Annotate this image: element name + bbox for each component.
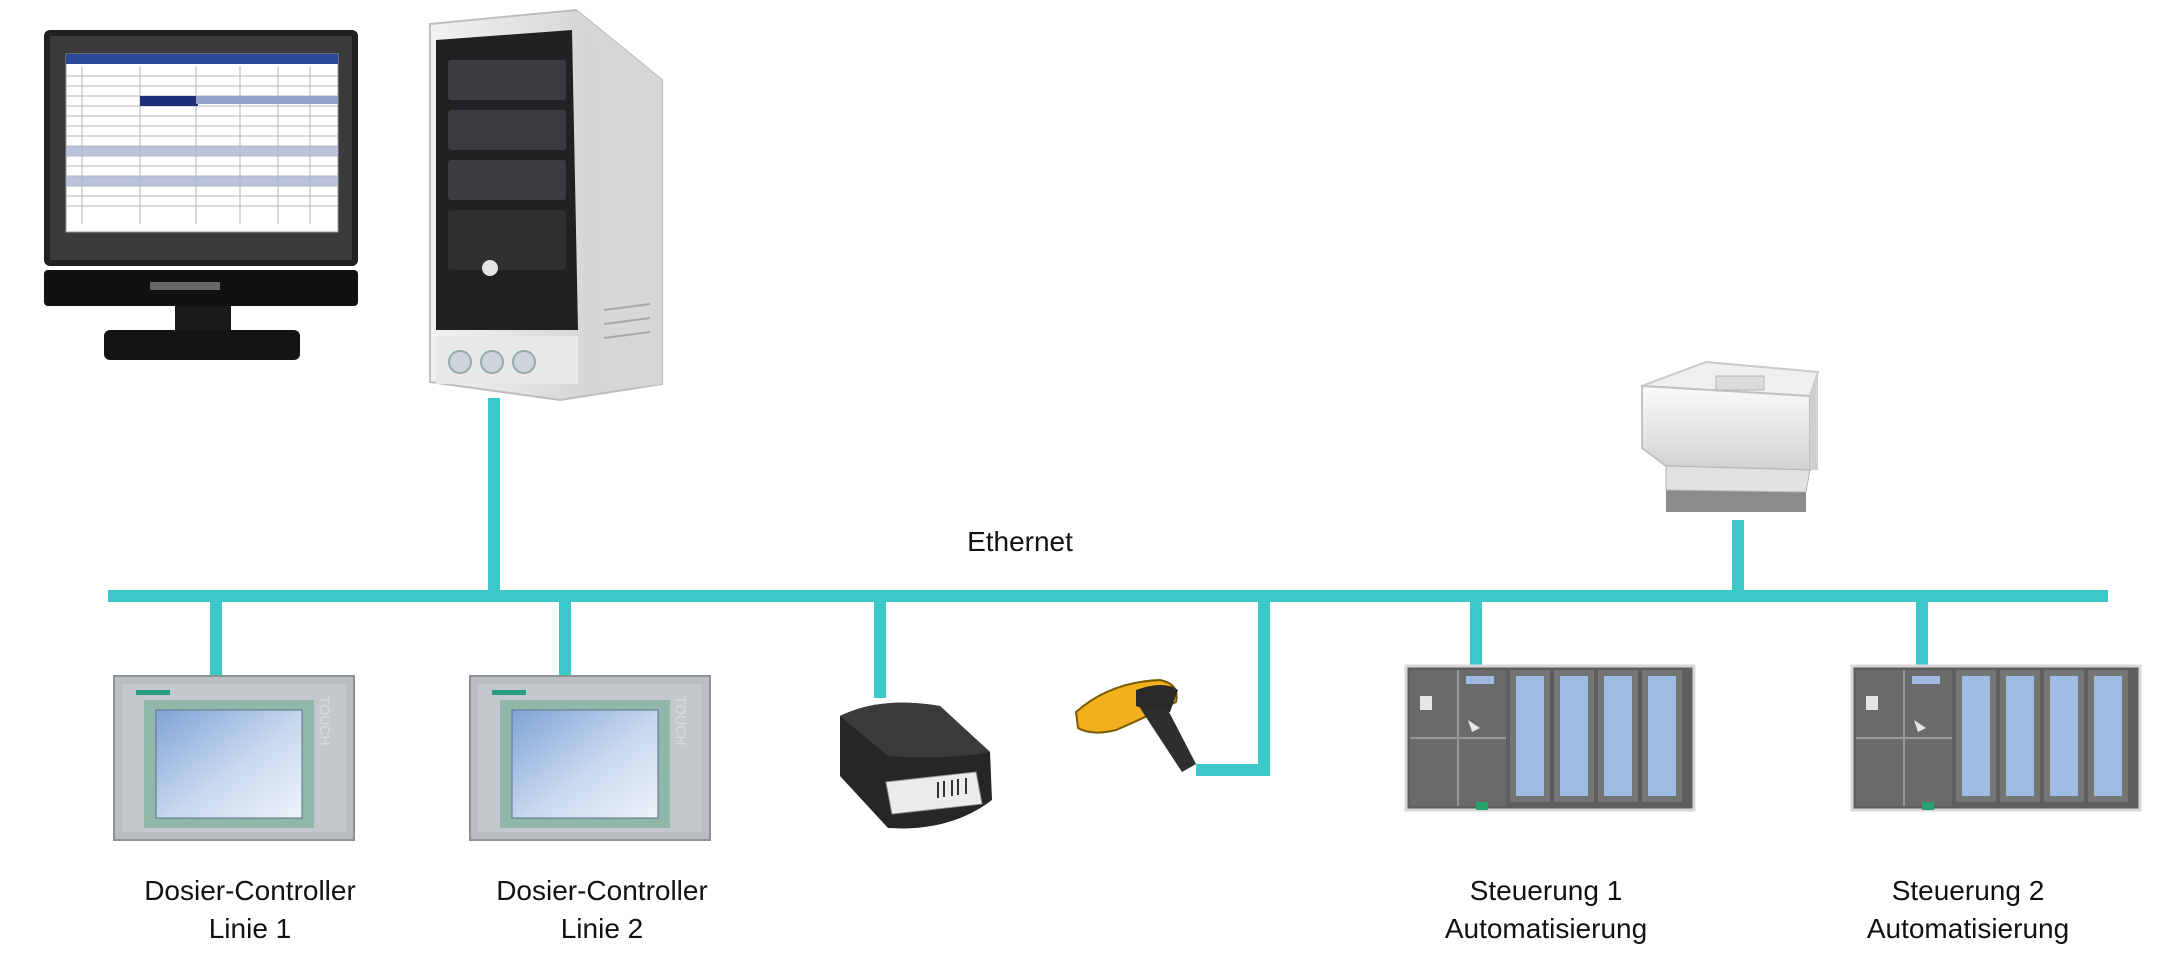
device-label-line1: Steuerung 1 [1469,875,1623,906]
label-printer-icon [840,702,992,829]
device-label-line2: Linie 1 [208,913,292,944]
device-label-line2: Linie 2 [560,913,644,944]
scanner-link [1196,596,1270,776]
device-label-line1: Dosier-Controller [144,875,356,906]
laser-printer-icon [1641,360,1820,512]
device-label-hmi2: Dosier-Controller Linie 2 [466,872,738,948]
device-label-plc2: Steuerung 2 Automatisierung [1838,872,2098,948]
ethernet-label: Ethernet [967,526,1073,557]
touch-panel-icon: TOUCH [113,675,355,841]
barcode-scanner-icon [1074,678,1196,772]
device-label-plc1: Steuerung 1 Automatisierung [1416,872,1676,948]
device-label-line2: Automatisierung [1866,913,2070,944]
plc-rack-icon [1404,664,1696,812]
pc-tower-icon [429,8,663,402]
touch-panel-icon: TOUCH [469,675,711,841]
device-label-line1: Steuerung 2 [1891,875,2045,906]
plc-rack-icon [1850,664,2142,812]
monitor-icon [44,30,358,360]
device-label-line2: Automatisierung [1444,913,1648,944]
ethernet-bus [108,398,2108,776]
touch-brand-text: TOUCH [317,696,333,746]
touch-brand-text: TOUCH [673,696,689,746]
device-label-hmi1: Dosier-Controller Linie 1 [114,872,386,948]
device-label-line1: Dosier-Controller [496,875,708,906]
